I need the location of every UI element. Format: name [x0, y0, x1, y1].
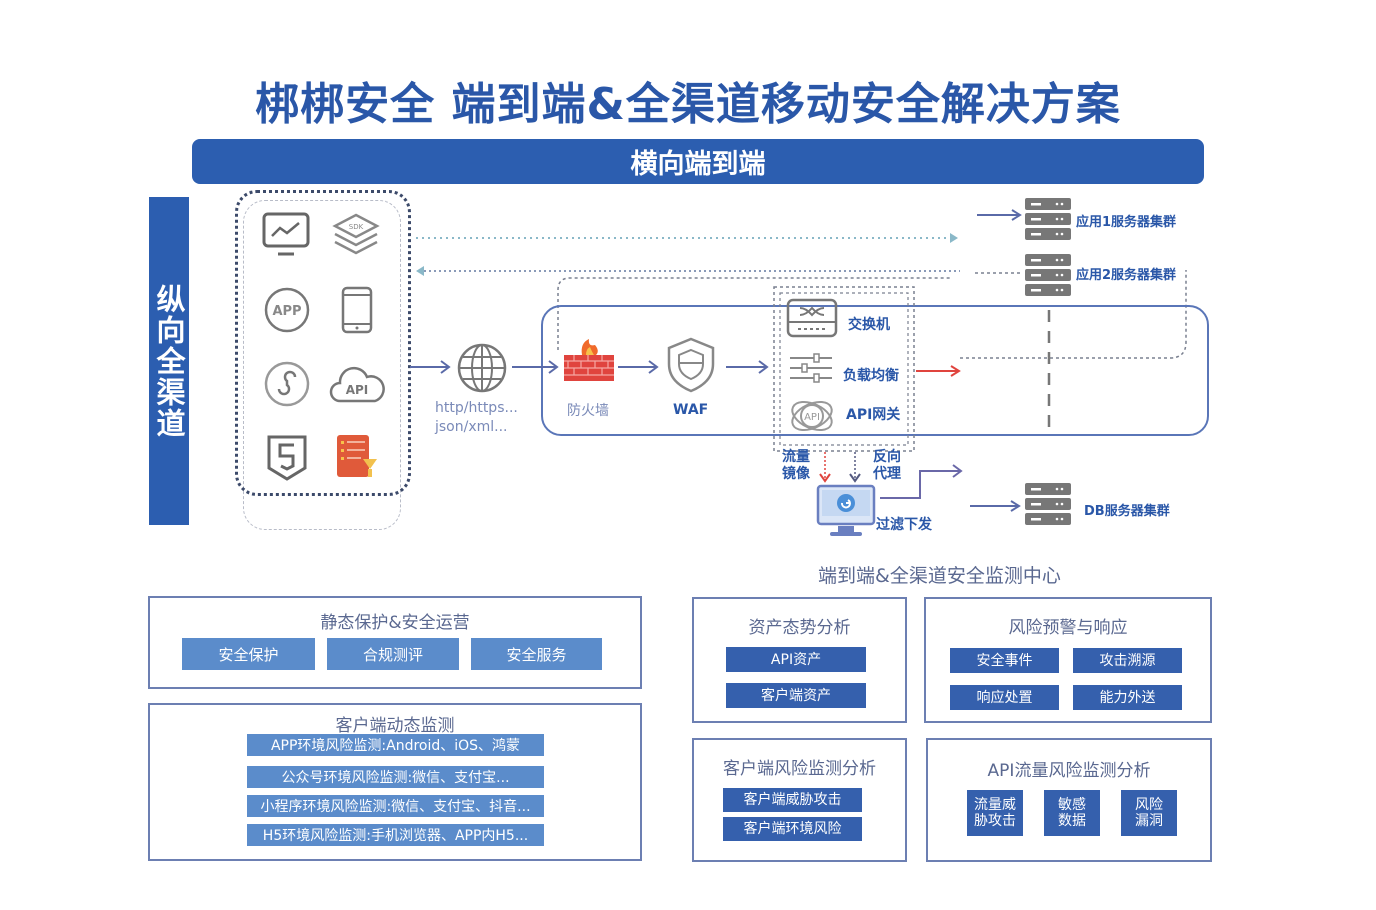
monitoring-computer-icon	[816, 484, 876, 536]
client-to-network-arrows	[410, 360, 559, 374]
api-gateway-icon: API	[791, 400, 833, 432]
gateway-group-box	[773, 286, 915, 452]
reverse-proxy-label: 反向 代理	[873, 449, 901, 483]
app1-server-label: 应用1服务器集群	[1076, 215, 1177, 230]
horizontal-banner-label: 横向端到端	[630, 149, 766, 180]
document-report-icon	[337, 435, 377, 477]
mirror-proxy-arrows	[819, 452, 861, 483]
traffic-mirror-label: 流量 镜像	[782, 449, 810, 483]
top-dotted-flows	[416, 233, 960, 276]
official-account-env-risk-item[interactable]: 公众号环境风险监测:微信、支付宝...	[247, 766, 544, 788]
protocol-label-1: http/https...	[435, 400, 518, 416]
security-service-button[interactable]: 安全服务	[471, 638, 602, 670]
load-balancer-label: 负载均衡	[843, 368, 899, 384]
monitor-center-title: 端到端&全渠道安全监测中心	[818, 565, 1061, 587]
monitor-chart-icon	[262, 212, 310, 256]
client-asset-button[interactable]: 客户端资产	[726, 683, 866, 708]
switch-label: 交换机	[848, 317, 890, 333]
risk-vulnerability-line1: 风险	[1135, 797, 1163, 813]
mini-program-icon	[264, 361, 310, 407]
risk-vulnerability-button[interactable]: 风险 漏洞	[1121, 790, 1177, 836]
client-risk-analysis-title: 客户端风险监测分析	[723, 759, 876, 779]
reverse-proxy-label-line1: 反向	[873, 449, 901, 465]
app-text: APP	[272, 304, 301, 319]
client-risk-analysis-section: 客户端风险监测分析 客户端威胁攻击 客户端环境风险	[692, 738, 907, 862]
db-arrow	[970, 500, 1021, 512]
api-text: API	[346, 383, 369, 397]
switch-icon	[786, 298, 838, 338]
response-handling-button[interactable]: 响应处置	[950, 685, 1059, 710]
sensitive-data-button[interactable]: 敏感 数据	[1044, 790, 1100, 836]
globe-icon	[457, 343, 507, 393]
api-gateway-label: API网关	[846, 407, 901, 423]
sdk-layers-icon: SDK	[332, 213, 380, 255]
risk-alert-response-title: 风险预警与响应	[1008, 618, 1128, 638]
api-traffic-risk-analysis-title: API流量风险监测分析	[987, 761, 1151, 781]
h5-env-risk-item[interactable]: H5环境风险监测:手机浏览器、APP内H5...	[247, 824, 544, 846]
traffic-threat-attack-button[interactable]: 流量威 胁攻击	[967, 790, 1023, 836]
compliance-assessment-button[interactable]: 合规测评	[327, 638, 459, 670]
waf-shield-icon	[667, 337, 715, 393]
waf-label: WAF	[673, 402, 709, 418]
protocol-label-2: json/xml...	[435, 419, 508, 435]
gateway-arrows	[618, 360, 769, 374]
vertical-banner-label: 纵向全渠道	[152, 283, 186, 439]
mobile-phone-icon	[341, 286, 373, 334]
static-protection-section: 静态保护&安全运营 安全保护 合规测评 安全服务	[148, 596, 642, 689]
horizontal-end-to-end-banner: 横向端到端	[192, 139, 1204, 184]
load-balancer-icon	[790, 353, 832, 383]
db-server-icon	[1025, 483, 1071, 525]
client-panel	[235, 190, 411, 496]
load-balancer-out-arrow	[916, 365, 961, 377]
traffic-mirror-label-line2: 镜像	[782, 466, 810, 482]
firewall-icon	[564, 339, 614, 381]
page-title: 梆梆安全 端到端&全渠道移动安全解决方案	[255, 79, 1121, 130]
client-dynamic-monitor-title: 客户端动态监测	[335, 716, 455, 736]
db-server-label: DB服务器集群	[1084, 504, 1170, 519]
sensitive-data-line1: 敏感	[1058, 797, 1086, 813]
dotted-loop-path	[557, 270, 1187, 359]
risk-vulnerability-line2: 漏洞	[1135, 813, 1163, 829]
asset-analysis-section: 资产态势分析 API资产 客户端资产	[692, 597, 907, 723]
app1-arrow	[977, 209, 1022, 221]
security-event-button[interactable]: 安全事件	[950, 648, 1059, 673]
capability-export-button[interactable]: 能力外送	[1073, 685, 1182, 710]
app-icon: APP	[264, 287, 310, 333]
traffic-mirror-label-line1: 流量	[782, 449, 810, 465]
security-protection-button[interactable]: 安全保护	[182, 638, 315, 670]
asset-analysis-title: 资产态势分析	[748, 618, 851, 638]
traffic-threat-attack-line2: 胁攻击	[974, 813, 1016, 829]
mini-program-env-risk-item[interactable]: 小程序环境风险监测:微信、支付宝、抖音...	[247, 795, 544, 817]
filter-dispatch-arrow	[880, 464, 963, 499]
sensitive-data-line2: 数据	[1058, 813, 1086, 829]
flow-arrow-left	[416, 266, 424, 276]
traffic-threat-attack-line1: 流量威	[974, 797, 1016, 813]
firewall-label: 防火墙	[567, 403, 609, 419]
filter-dispatch-label: 过滤下发	[876, 517, 932, 533]
flow-arrow-right	[950, 233, 958, 243]
app2-server-label: 应用2服务器集群	[1076, 268, 1177, 283]
network-boundary-frame	[541, 305, 1209, 436]
vertical-all-channel-banner: 纵向全渠道	[149, 197, 189, 525]
cloud-api-icon: API	[329, 366, 385, 403]
sdk-text: SDK	[349, 223, 364, 231]
client-threat-attack-button[interactable]: 客户端威胁攻击	[723, 788, 862, 812]
html5-icon	[267, 435, 307, 481]
app2-server-icon	[1025, 254, 1071, 296]
static-protection-title: 静态保护&安全运营	[320, 613, 470, 633]
app1-server-icon	[1025, 198, 1071, 240]
app-env-risk-item[interactable]: APP环境风险监测:Android、iOS、鸿蒙	[247, 734, 544, 756]
api-gateway-text: API	[804, 412, 820, 423]
attack-tracing-button[interactable]: 攻击溯源	[1073, 648, 1182, 673]
reverse-proxy-label-line2: 代理	[873, 466, 901, 482]
client-env-risk-button[interactable]: 客户端环境风险	[723, 817, 862, 841]
vertical-dashed-divider	[1047, 310, 1051, 434]
api-asset-button[interactable]: API资产	[726, 647, 866, 672]
client-dynamic-monitor-section: 客户端动态监测 APP环境风险监测:Android、iOS、鸿蒙 公众号环境风险…	[148, 703, 642, 861]
client-panel-outline	[243, 200, 401, 530]
risk-alert-response-section: 风险预警与响应 安全事件 攻击溯源 响应处置 能力外送	[924, 597, 1212, 723]
api-traffic-risk-analysis-section: API流量风险监测分析 流量威 胁攻击 敏感 数据 风险 漏洞	[926, 738, 1212, 862]
